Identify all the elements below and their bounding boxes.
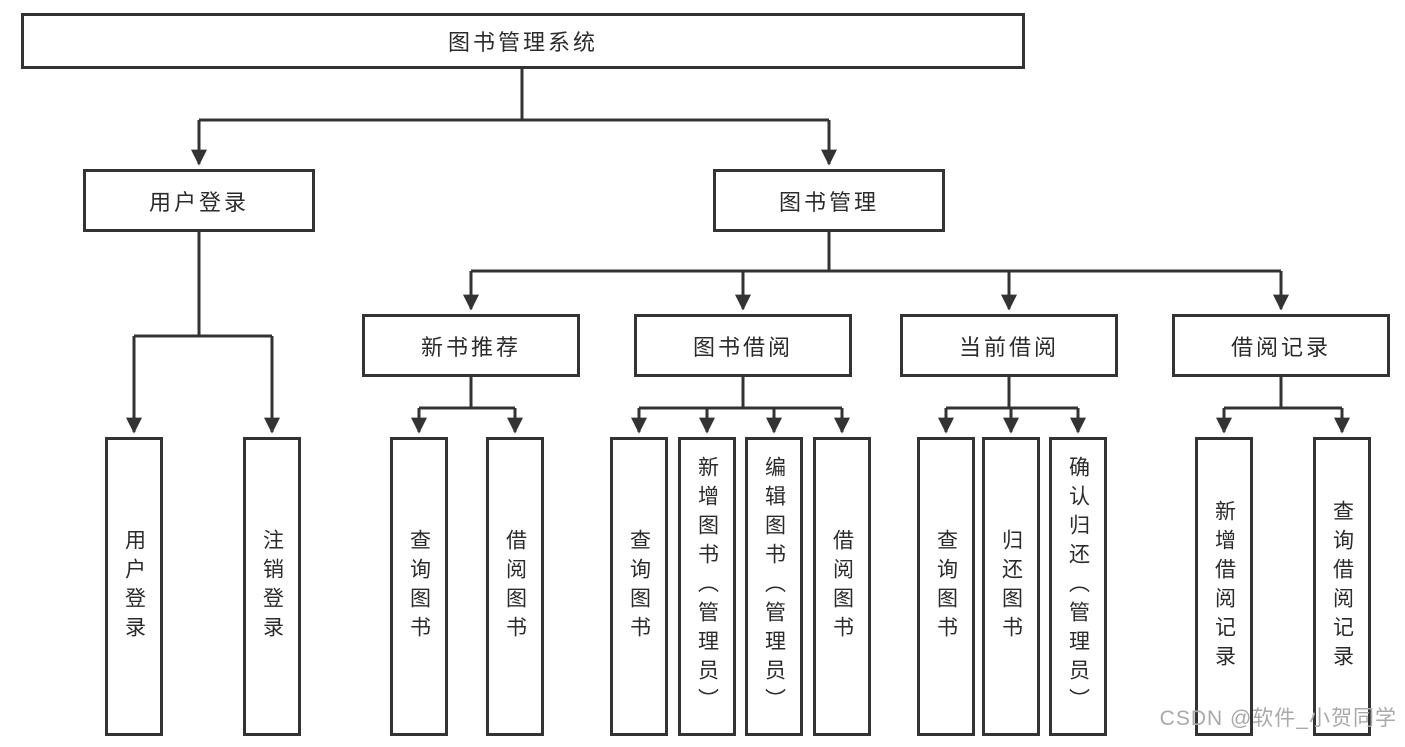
leaf-add-borrow-record: 新增借阅记录 — [1195, 437, 1253, 736]
node-new-book-recommend: 新书推荐 — [362, 314, 580, 377]
leaf-add-books-admin: 新增图书（管理员） — [678, 437, 736, 736]
leaf-query-borrow-record: 查询借阅记录 — [1313, 437, 1371, 736]
node-borrow-records: 借阅记录 — [1172, 314, 1390, 377]
leaf-borrow-query-books: 查询图书 — [610, 437, 668, 736]
leaf-add-books-admin-label: 新增图书（管理员） — [695, 456, 719, 717]
leaf-edit-books-admin-label: 编辑图书（管理员） — [762, 456, 786, 717]
leaf-edit-books-admin: 编辑图书（管理员） — [745, 437, 803, 736]
node-book-management: 图书管理 — [713, 169, 945, 232]
leaf-borrow-books: 借阅图书 — [813, 437, 871, 736]
leaf-logout-label: 注销登录 — [260, 528, 284, 645]
node-root-label: 图书管理系统 — [447, 30, 598, 55]
leaf-recommend-query-books: 查询图书 — [390, 437, 448, 736]
leaf-recommend-borrow-books-label: 借阅图书 — [503, 528, 527, 645]
leaf-user-login-label: 用户登录 — [122, 528, 146, 645]
node-root: 图书管理系统 — [21, 13, 1025, 69]
node-user-login-label: 用户登录 — [148, 189, 249, 215]
node-borrow-records-label: 借阅记录 — [1230, 334, 1331, 360]
leaf-borrow-books-label: 借阅图书 — [830, 528, 854, 645]
node-user-login: 用户登录 — [83, 169, 315, 232]
leaf-return-books-label: 归还图书 — [999, 528, 1023, 645]
leaf-current-query-books: 查询图书 — [917, 437, 975, 736]
leaf-query-borrow-record-label: 查询借阅记录 — [1330, 499, 1354, 674]
leaf-user-login: 用户登录 — [105, 437, 163, 736]
leaf-add-borrow-record-label: 新增借阅记录 — [1212, 499, 1236, 674]
leaf-recommend-borrow-books: 借阅图书 — [486, 437, 544, 736]
leaf-confirm-return-admin-label: 确认归还（管理员） — [1066, 456, 1090, 717]
node-current-borrow-label: 当前借阅 — [958, 334, 1059, 360]
node-current-borrow: 当前借阅 — [900, 314, 1118, 377]
node-book-borrow: 图书借阅 — [634, 314, 852, 377]
leaf-return-books: 归还图书 — [982, 437, 1040, 736]
leaf-borrow-query-books-label: 查询图书 — [627, 528, 651, 645]
csdn-watermark: CSDN @软件_小贺同学 — [1159, 707, 1397, 730]
node-book-management-label: 图书管理 — [778, 189, 879, 215]
node-book-borrow-label: 图书借阅 — [692, 334, 793, 360]
leaf-logout: 注销登录 — [243, 437, 301, 736]
leaf-confirm-return-admin: 确认归还（管理员） — [1049, 437, 1107, 736]
node-new-book-recommend-label: 新书推荐 — [420, 334, 521, 360]
leaf-current-query-books-label: 查询图书 — [934, 528, 958, 645]
leaf-recommend-query-books-label: 查询图书 — [407, 528, 431, 645]
